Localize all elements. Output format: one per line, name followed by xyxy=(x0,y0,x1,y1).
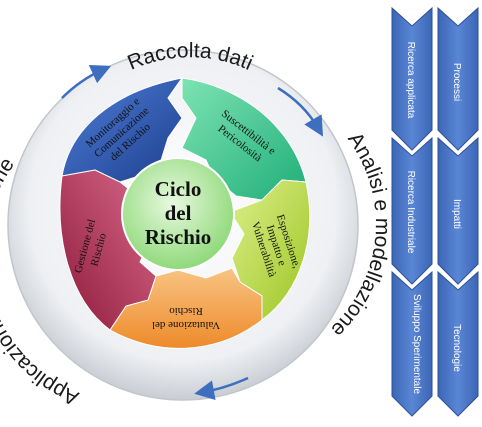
chevron-sviluppo-sperimentale xyxy=(391,270,433,417)
cycle-arrow-top-right xyxy=(277,86,324,137)
chevron-label-processi: Processi xyxy=(451,63,462,101)
svg-text:Valutazione del: Valutazione del xyxy=(152,319,220,331)
chevron-label-impatti: Impatti xyxy=(451,199,462,229)
center-line-2: del xyxy=(165,201,192,225)
chevron-label-tecnologie: Tecnologie xyxy=(451,324,462,372)
chevron-label-ricerca-industriale: Ricerca Industriale xyxy=(405,171,416,254)
segment-label-valutazione: Valutazione del Rischio xyxy=(152,305,220,331)
segment-valutazione xyxy=(109,267,263,349)
segment-esposizione xyxy=(229,179,311,321)
center-circle xyxy=(121,157,235,271)
svg-text:Sviluppo Sperimentale: Sviluppo Sperimentale xyxy=(411,294,422,394)
center-line-3: Rischio xyxy=(145,225,212,249)
chevron-processi xyxy=(437,6,479,151)
cycle-arrow-top-left xyxy=(61,65,112,99)
chevron-label-sviluppo-sperimentale: Sviluppo Sperimentale xyxy=(411,294,422,394)
chevron-ricerca-applicata xyxy=(391,6,433,151)
chevron-tecnologie xyxy=(437,270,479,417)
chevron-impatti xyxy=(437,136,479,285)
center-line-1: Ciclo xyxy=(155,177,202,201)
chevron-ricerca-industriale xyxy=(391,136,433,285)
chevron-label-ricerca-applicata: Ricerca applicata xyxy=(405,42,416,119)
svg-text:Rischio: Rischio xyxy=(169,305,203,317)
cycle-arrow-bottom xyxy=(194,376,249,401)
